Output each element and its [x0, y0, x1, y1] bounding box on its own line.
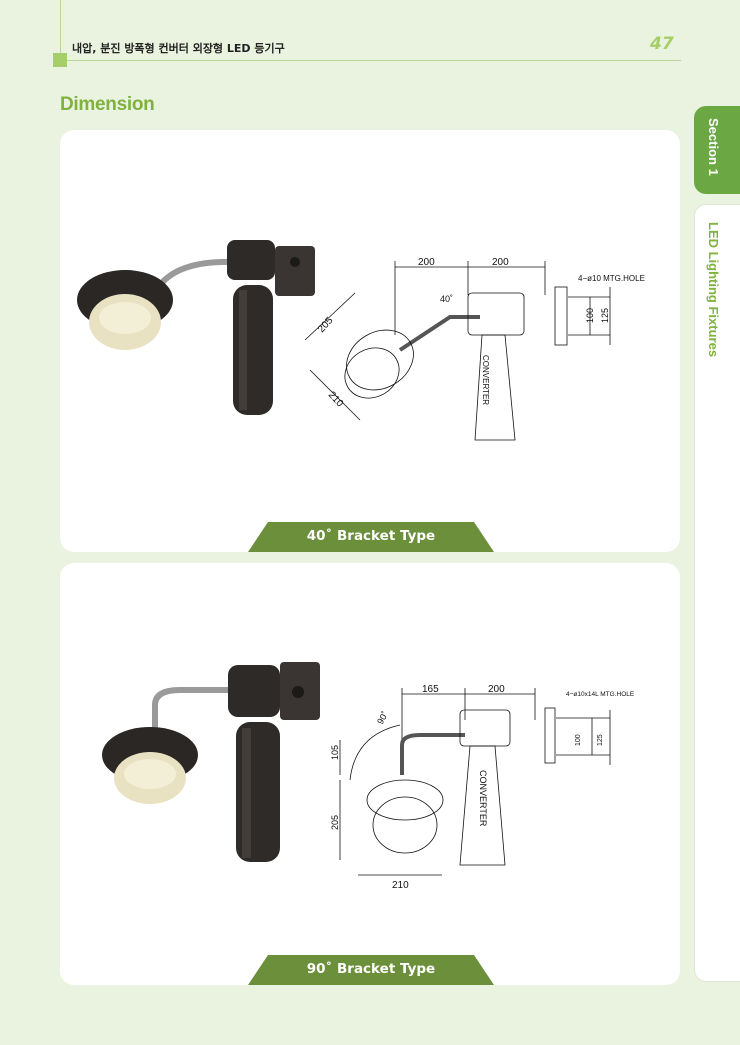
dim-angle: 90˚: [375, 710, 390, 726]
product-photo-90: [102, 662, 320, 862]
caption-banner: [248, 955, 494, 985]
dimension-drawing-90: 165 200 90˚ 105 205 210 4−ø10x14L MTG.HO…: [330, 684, 635, 891]
dim-d-bottom: 210: [392, 880, 409, 891]
category-tab-label: LED Lighting Fixtures: [706, 222, 721, 358]
converter-label: CONVERTER: [481, 355, 490, 405]
dim-h2: 125: [597, 734, 604, 746]
dim-w1: 200: [418, 257, 435, 268]
dimension-drawing-40: 200 200 40˚ 205 210 4−ø10 MTG.HOLE 100 1…: [304, 257, 645, 441]
dim-h-top: 105: [330, 745, 340, 760]
section-tab-label: Section 1: [706, 118, 721, 176]
dim-d1: 205: [316, 315, 336, 335]
header-frame: [60, 0, 681, 61]
dim-h-body: 205: [330, 815, 340, 830]
dim-hole: 4−ø10x14L MTG.HOLE: [566, 691, 635, 698]
section-title: Dimension: [60, 94, 155, 115]
section-tab[interactable]: [694, 106, 740, 194]
converter-label: CONVERTER: [478, 770, 488, 827]
caption-text: 90˚ Bracket Type: [306, 961, 436, 977]
figure-panel-40: [60, 130, 680, 552]
dim-d2: 210: [326, 390, 346, 410]
caption-banner: [248, 522, 494, 552]
page-number: 47: [650, 34, 674, 54]
dim-w2: 200: [492, 257, 509, 268]
dim-h2: 125: [600, 308, 610, 323]
header-square-marker: [53, 53, 67, 67]
dim-w2: 200: [488, 684, 505, 695]
dim-angle: 40˚: [440, 294, 453, 304]
caption-40-bracket: 40˚ Bracket Type: [248, 522, 494, 552]
product-photo-40: [77, 240, 315, 415]
dim-hole: 4−ø10 MTG.HOLE: [578, 274, 645, 283]
dim-h1: 100: [585, 308, 595, 323]
caption-90-bracket: 90˚ Bracket Type: [248, 955, 494, 985]
category-tab[interactable]: [694, 204, 740, 982]
dim-w1: 165: [422, 684, 439, 695]
caption-text: 40˚ Bracket Type: [306, 528, 436, 544]
header-title: 내압, 분진 방폭형 컨버터 외장형 LED 등기구: [72, 42, 285, 55]
dim-h1: 100: [575, 734, 582, 746]
